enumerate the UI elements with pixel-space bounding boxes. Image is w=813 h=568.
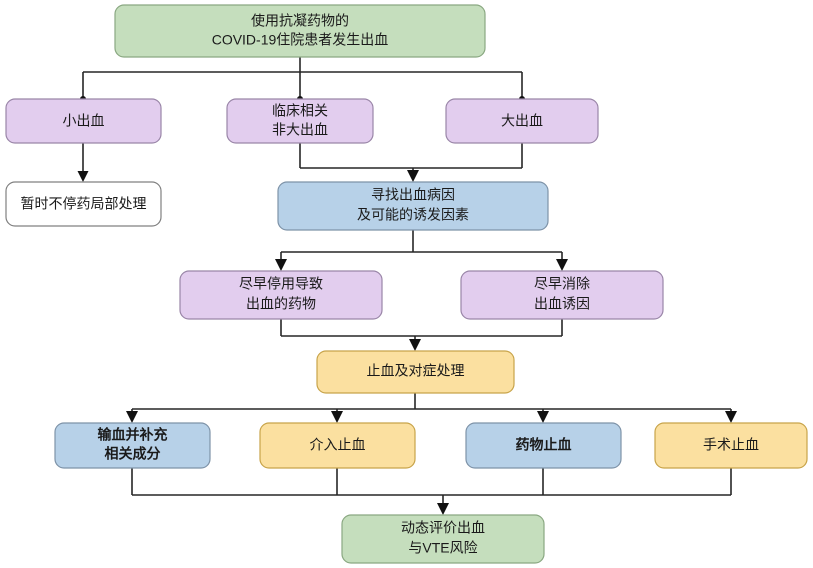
node-surgical-hemostasis[interactable]: 手术止血 [654,422,808,469]
node-dynamic-evaluation-line-1: 动态评价出血 [401,520,485,536]
node-interventional-label: 介入止血 [310,437,366,453]
node-find-cause[interactable]: 寻找出血病因 及可能的诱发因素 [277,181,549,231]
node-remove-triggers-line-2: 出血诱因 [534,296,590,312]
node-local-management-label: 暂时不停药局部处理 [21,196,147,212]
node-layer: 使用抗凝药物的 COVID-19住院患者发生出血 小出血 临床相关 非大出血 大… [5,4,808,564]
node-crnmb-shape[interactable] [226,98,374,144]
arrow-head [537,411,549,423]
node-major-bleed-shape[interactable] [445,98,599,144]
arrow-head [275,259,287,271]
node-hemostasis-symptomatic[interactable]: 止血及对症处理 [316,350,515,394]
arrow-head [437,503,449,515]
node-interventional-shape[interactable] [259,422,416,469]
node-start-line-1: 使用抗凝药物的 [251,13,349,29]
node-stop-drugs-line-2: 出血的药物 [246,296,316,312]
node-transfusion-line-1: 输血并补充 [98,427,168,443]
node-pharmacologic-label: 药物止血 [516,437,572,453]
node-start-line-2: COVID-19住院患者发生出血 [212,32,389,48]
node-find-cause-shape[interactable] [277,181,549,231]
node-minor-bleed-label: 小出血 [63,113,105,129]
node-hemostasis-label: 止血及对症处理 [367,363,465,379]
arrow-head [126,411,138,423]
node-find-cause-line-1: 寻找出血病因 [371,187,455,203]
node-crnmb-line-1: 临床相关 [272,103,328,119]
node-transfusion[interactable]: 输血并补充 相关成分 [54,422,211,469]
connector-layer [77,57,737,515]
node-minor-bleed-shape[interactable] [5,98,162,144]
node-stop-drugs-line-1: 尽早停用导致 [239,276,323,292]
node-major-bleed[interactable]: 大出血 [445,98,599,144]
node-remove-triggers-shape[interactable] [460,270,664,320]
connector-treatments-to-evaluation [131,468,732,515]
connector-minor-to-local [77,143,89,182]
node-local-management[interactable]: 暂时不停药局部处理 [5,181,162,227]
node-minor-bleed[interactable]: 小出血 [5,98,162,144]
arrow-head [409,339,421,351]
node-dynamic-evaluation-line-2: 与VTE风险 [408,540,477,556]
node-dynamic-evaluation-shape[interactable] [341,514,545,564]
node-transfusion-line-2: 相关成分 [105,446,161,462]
connector-start-to-severities [80,57,525,102]
node-find-cause-line-2: 及可能的诱发因素 [357,207,469,223]
node-start[interactable]: 使用抗凝药物的 COVID-19住院患者发生出血 [114,4,486,58]
node-surgical-label: 手术止血 [703,437,759,453]
node-stop-drugs-shape[interactable] [179,270,383,320]
node-start-shape[interactable] [114,4,486,58]
node-clinically-relevant-nonmajor-bleed[interactable]: 临床相关 非大出血 [226,98,374,144]
node-interventional-hemostasis[interactable]: 介入止血 [259,422,416,469]
node-pharmacologic-hemostasis[interactable]: 药物止血 [465,422,622,469]
node-local-management-shape[interactable] [5,181,162,227]
node-remove-triggers-line-1: 尽早消除 [534,276,590,292]
node-remove-triggers[interactable]: 尽早消除 出血诱因 [460,270,664,320]
node-hemostasis-shape[interactable] [316,350,515,394]
node-pharmacologic-shape[interactable] [465,422,622,469]
node-transfusion-shape[interactable] [54,422,211,469]
connector-severities-to-cause [299,143,523,182]
node-stop-causative-drugs[interactable]: 尽早停用导致 出血的药物 [179,270,383,320]
connector-hemostasis-to-treatments [126,393,737,423]
node-major-bleed-label: 大出血 [501,113,543,129]
arrow-head [77,171,89,182]
arrow-head [556,259,568,271]
connector-cause-to-actions [275,230,568,271]
node-crnmb-line-2: 非大出血 [272,122,328,138]
connector-actions-to-hemostasis [280,319,563,351]
node-surgical-shape[interactable] [654,422,808,469]
node-dynamic-evaluation[interactable]: 动态评价出血 与VTE风险 [341,514,545,564]
arrow-head [331,411,343,423]
arrow-head [407,170,419,182]
arrow-head [725,411,737,423]
